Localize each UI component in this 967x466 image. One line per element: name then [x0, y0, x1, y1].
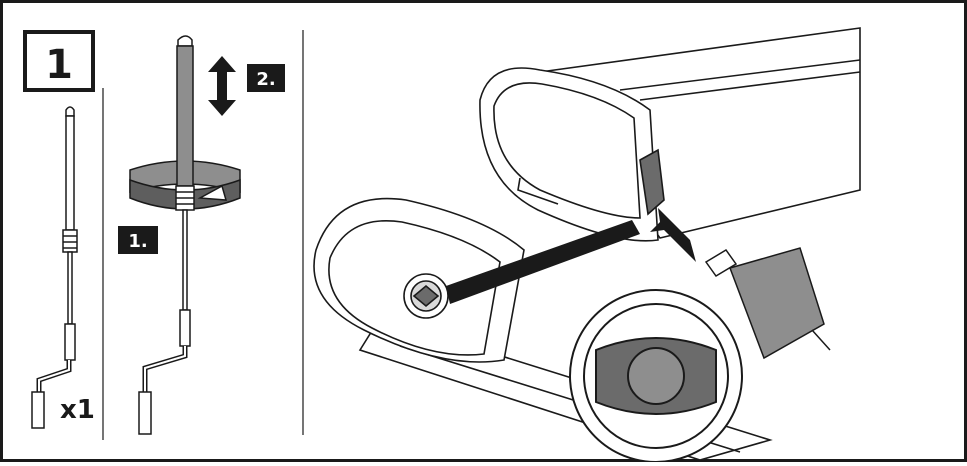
insert-arrow-icon	[650, 208, 696, 262]
step-one-badge: 1.	[118, 226, 158, 254]
tool-shaft	[176, 45, 194, 187]
step-number-box: 1	[23, 30, 95, 92]
crank-tool-in-use-illustration	[129, 35, 241, 435]
rotation-arrow-head	[197, 184, 228, 201]
step-two-badge: 2.	[247, 64, 285, 92]
step-number: 1	[45, 42, 73, 88]
key-tool-illustration	[704, 247, 831, 360]
up-down-arrow-icon	[208, 56, 236, 116]
crank-tool-illustration	[31, 106, 78, 429]
callout-beam	[446, 220, 640, 304]
step-one-label: 1.	[128, 231, 147, 252]
quantity-label: x1	[60, 395, 95, 425]
step-two-label: 2.	[256, 69, 275, 90]
lock-zoom-detail	[569, 289, 743, 463]
